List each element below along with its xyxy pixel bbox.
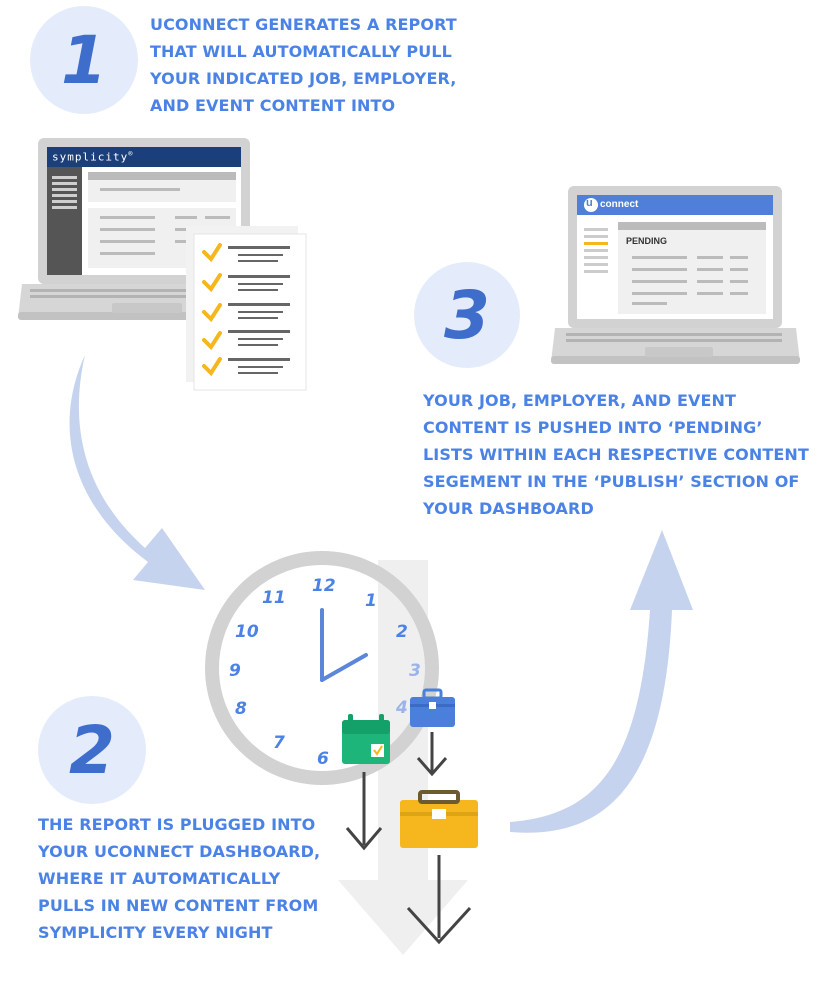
large-briefcase-icon	[400, 790, 478, 848]
small-briefcase-icon	[410, 688, 455, 727]
step-3-text: YOUR JOB, EMPLOYER, AND EVENT CONTENT IS…	[423, 391, 809, 518]
uconnect-logo-letter: u	[586, 197, 593, 209]
symplicity-brand: symplicity®	[52, 150, 134, 164]
calendar-icon	[342, 714, 390, 764]
pending-label: PENDING	[626, 236, 668, 246]
report-document-icon	[186, 226, 307, 391]
clock-number-6: 6	[317, 749, 329, 769]
step-2-text: THE REPORT IS PLUGGED INTO YOUR UCONNECT…	[38, 815, 321, 942]
flow-arrow-1-to-2	[69, 355, 205, 590]
clock-number-9: 9	[229, 661, 241, 681]
step-1-text: UCONNECT GENERATES A REPORT THAT WILL AU…	[150, 15, 457, 115]
uconnect-brand: connect	[600, 199, 639, 210]
step-3-number: 3	[414, 262, 520, 368]
clock-number-10: 10	[235, 622, 259, 642]
clock-number-1: 1	[365, 591, 377, 611]
clock-number-4: 4	[396, 698, 408, 718]
trademark: ®	[128, 150, 134, 158]
content-flow-arrow	[338, 560, 468, 955]
step-2-number: 2	[38, 696, 146, 804]
clock-number-11: 11	[262, 588, 286, 608]
clock-number-12: 12	[312, 576, 336, 596]
flow-arrow-2-to-3	[510, 530, 693, 833]
clock-number-3: 3	[409, 661, 421, 681]
clock-number-8: 8	[235, 699, 247, 719]
clock-number-7: 7	[273, 733, 285, 753]
clock-icon	[205, 551, 439, 785]
clock-number-2: 2	[396, 622, 408, 642]
step-1-number: 1	[30, 6, 138, 114]
uconnect-laptop	[551, 186, 800, 364]
